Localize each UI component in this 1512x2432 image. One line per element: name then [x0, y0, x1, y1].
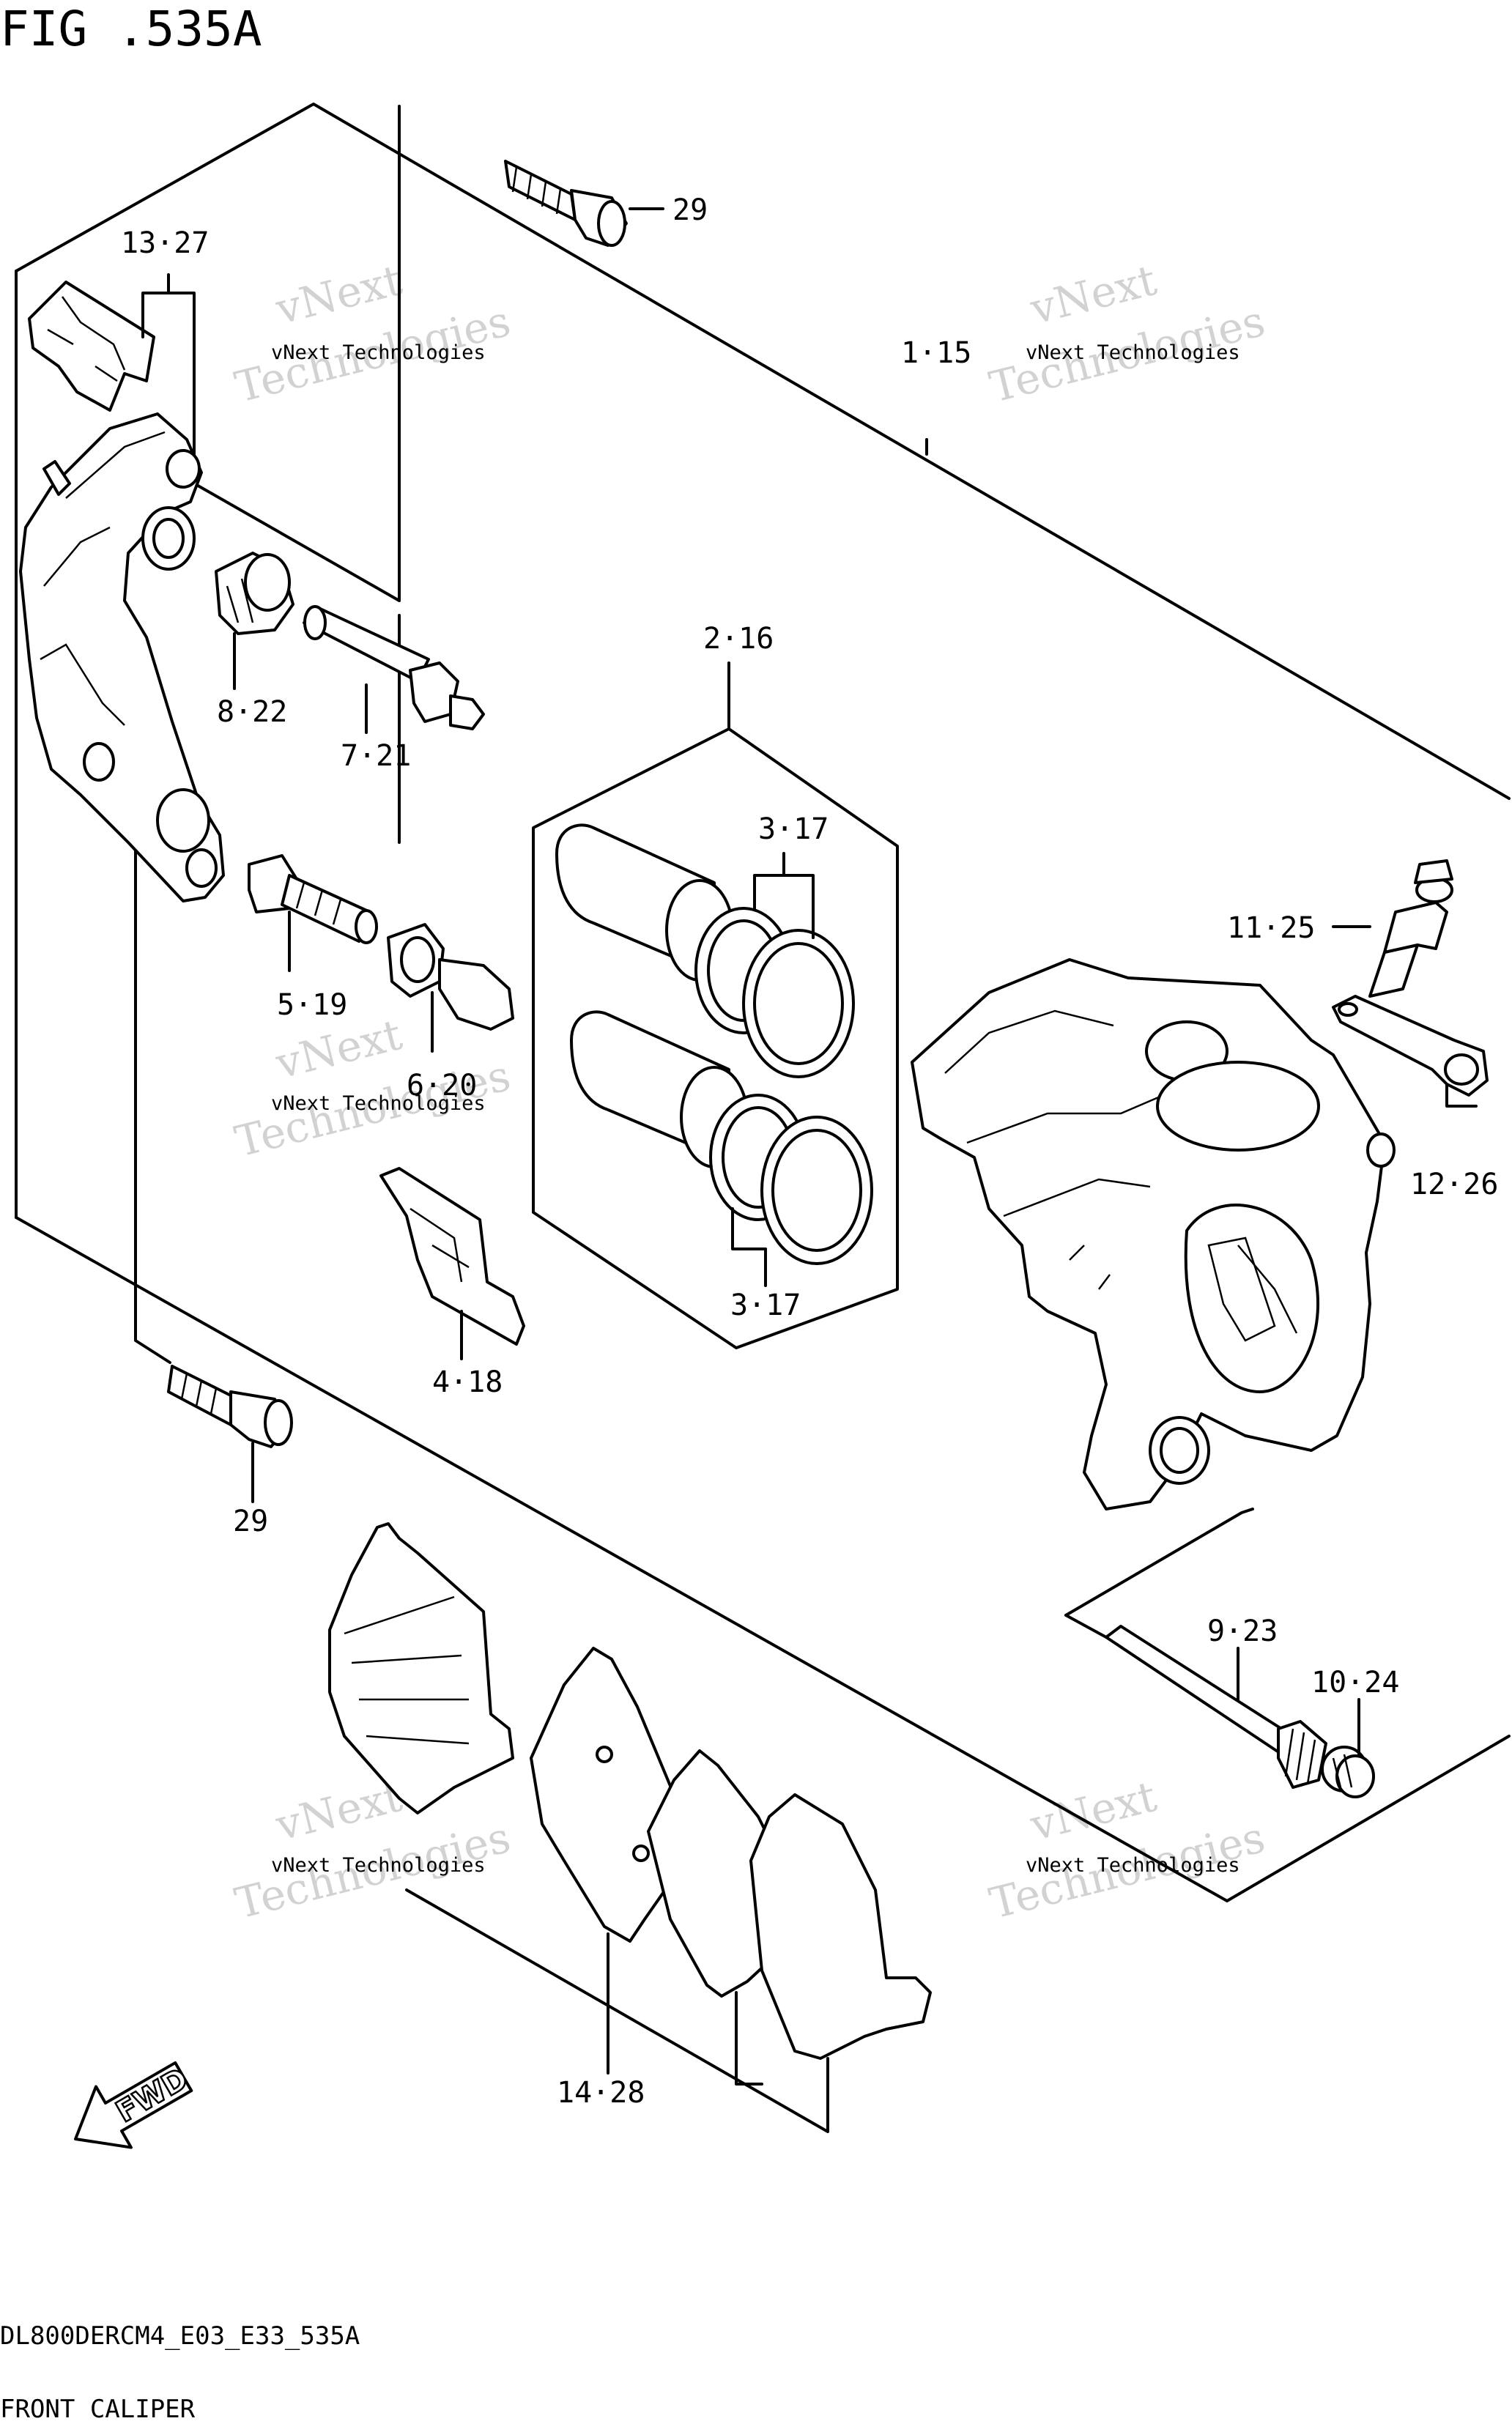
pad-retainer-part-4-18 — [379, 1167, 525, 1346]
brake-pad-part-14-28 — [328, 1522, 932, 2060]
frame-line-top — [15, 103, 1511, 800]
bolt-part-29-bottom — [167, 1365, 293, 1448]
figure-caption: FRONT CALIPER — [0, 2395, 196, 2424]
callout-2-16: 2·16 — [703, 622, 774, 656]
pad-spring-part-13-27 — [28, 281, 155, 412]
bracket-line — [193, 105, 401, 602]
callout-7-21: 7·21 — [341, 739, 411, 773]
watermark-text: vNext Technologies — [271, 1092, 486, 1115]
guide-bolt-part-5-19 — [248, 854, 378, 944]
callout-13-27: 13·27 — [121, 226, 209, 260]
callout-11-25: 11·25 — [1227, 911, 1315, 945]
watermark-text: vNext Technologies — [1026, 1854, 1240, 1877]
fwd-label: FWD — [111, 2062, 194, 2129]
callout-14-28: 14·28 — [557, 2076, 645, 2110]
watermark-text: vNext Technologies — [1026, 341, 1240, 364]
fwd-arrow-icon: FWD — [74, 2061, 195, 2149]
callout-5-19: 5·19 — [277, 988, 347, 1022]
leader-line — [1445, 1083, 1478, 1108]
bolt-part-29-top — [504, 160, 628, 247]
watermark-text: vNext Technologies — [271, 1854, 486, 1877]
leader-bracket — [731, 1207, 767, 1250]
pin-boot-part-6-20 — [387, 923, 514, 1031]
figure-code: DL800DERCM4_E03_E33_535A — [0, 2321, 360, 2351]
callout-6-20: 6·20 — [407, 1069, 477, 1102]
watermark-text: vNext — [1025, 255, 1161, 334]
callout-29-bottom: 29 — [233, 1505, 268, 1538]
caliper-housing-part-1-15 — [911, 958, 1396, 1510]
piston-seal-part-3-17 — [694, 907, 873, 1265]
slide-pin-part-7-21 — [303, 605, 485, 730]
callout-3-17-top: 3·17 — [758, 812, 829, 846]
callout-29-top: 29 — [672, 193, 708, 227]
caliper-bracket-part — [19, 412, 225, 902]
watermark-text: vNext Technologies — [271, 341, 486, 364]
callout-8-22: 8·22 — [217, 695, 287, 729]
dust-boot-part-8-22 — [215, 552, 294, 635]
callout-4-18: 4·18 — [432, 1365, 503, 1399]
callout-9-23: 9·23 — [1207, 1614, 1278, 1648]
watermark-text: vNext — [270, 255, 407, 334]
callout-10-24: 10·24 — [1311, 1666, 1399, 1699]
watermark-text: vNext — [1025, 1771, 1161, 1850]
watermark: vNext Technologies — [230, 255, 515, 412]
assembly-outline — [15, 103, 1511, 1902]
pad-group-line — [405, 1888, 829, 2133]
callout-labels: 29 13·27 1·15 2·16 8·22 7·21 3·17 11·25 … — [121, 193, 1498, 2110]
watermark: vNext Technologies — [985, 255, 1270, 412]
figure-title: FIG .535A — [0, 1, 262, 57]
bleeder-valve-part-11-25 — [1368, 859, 1453, 998]
bleeder-cap-part-12-26 — [1332, 995, 1489, 1097]
pin-guide-line-2 — [1064, 1614, 1108, 1639]
callout-3-17-bottom: 3·17 — [730, 1289, 801, 1322]
frame-line-bottom — [15, 1216, 1511, 1902]
piston-part-2-16 — [555, 823, 749, 1168]
pin-plug-part-10-24 — [1321, 1746, 1375, 1798]
pad-pin-part-9-23 — [1105, 1625, 1327, 1789]
leader-line — [735, 1991, 763, 2086]
bolt-guide-line — [134, 775, 171, 1364]
callout-1-15: 1·15 — [901, 336, 971, 370]
pin-guide-line — [1064, 1508, 1254, 1617]
callout-12-26: 12·26 — [1410, 1168, 1498, 1201]
